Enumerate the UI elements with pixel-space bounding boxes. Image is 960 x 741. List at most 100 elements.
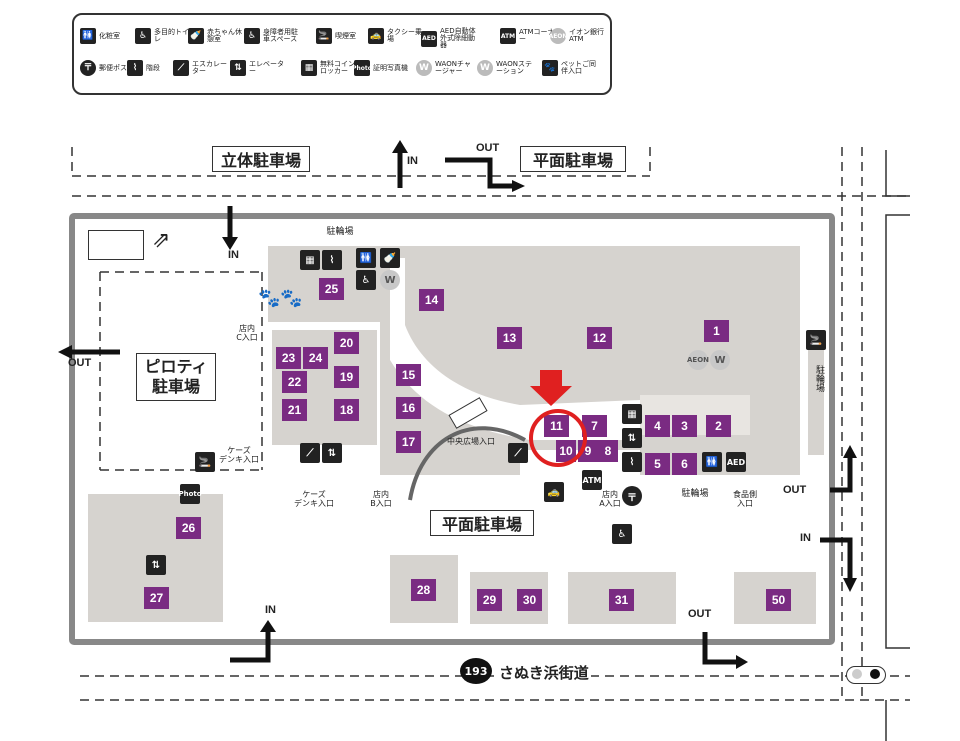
smoking-room-icon: 🚬 — [316, 28, 332, 44]
legend-item: 🚻化粧室 — [80, 28, 120, 44]
legend-label: タクシー乗場 — [387, 28, 422, 43]
entrance-b-label: 店内 B入口 — [370, 490, 392, 508]
stairs-icon-2: ⌇ — [622, 452, 642, 472]
signal-light-on — [870, 669, 880, 679]
down-arrow-icon — [530, 370, 572, 406]
legend-item: ⌇階段 — [127, 60, 160, 76]
legend-label: 身障者用駐車スペース — [263, 28, 298, 43]
store-5[interactable]: 5 — [645, 453, 670, 475]
legend-label: ペットご同伴入口 — [561, 60, 596, 75]
highlight-marker — [529, 370, 587, 467]
stairs-icon: ⌇ — [322, 250, 342, 270]
legend-item: ♿身障者用駐車スペース — [244, 28, 299, 44]
waon-charger-icon: W — [416, 60, 432, 76]
flat-parking-top-label: 平面駐車場 — [520, 146, 626, 172]
store-28[interactable]: 28 — [411, 579, 436, 601]
store-1[interactable]: 1 — [704, 320, 729, 342]
legend-item: ▦無料コインロッカー — [301, 60, 356, 76]
store-3[interactable]: 3 — [672, 415, 697, 437]
north-arrow-icon: ⇗ — [152, 228, 171, 253]
store-18[interactable]: 18 — [334, 399, 359, 421]
legend-label: 郵便ポスト — [99, 63, 134, 72]
coin-locker-icon: ▦ — [300, 250, 320, 270]
entrance-a-label: 店内 A入口 — [599, 490, 621, 508]
legend-label: AED自動体外式除細動器 — [440, 27, 476, 49]
store-21[interactable]: 21 — [282, 399, 307, 421]
toilet-icon: 🚻 — [80, 28, 96, 44]
legend-label: 無料コインロッカー — [320, 60, 355, 75]
legend-item: 🐾ペットご同伴入口 — [542, 60, 597, 76]
store-10[interactable]: 10 — [556, 440, 576, 462]
coin-locker-icon-2: ▦ — [622, 404, 642, 424]
store-50[interactable]: 50 — [766, 589, 791, 611]
store-17[interactable]: 17 — [396, 431, 421, 453]
store-27[interactable]: 27 — [144, 587, 169, 609]
compass-box — [88, 230, 144, 260]
entrance-case-denki-side-label: ケーズ デンキ入口 — [219, 446, 259, 464]
store-2[interactable]: 2 — [706, 415, 731, 437]
toilet-icon: 🚻 — [356, 248, 376, 268]
post-icon: 〒 — [80, 60, 96, 76]
aed-icon: AED — [726, 452, 746, 472]
legend-item: 🍼赤ちゃん休憩室 — [188, 28, 243, 44]
post-icon: 〒 — [622, 486, 642, 506]
legend-item: ♿多目的トイレ — [135, 28, 190, 44]
store-24[interactable]: 24 — [303, 347, 328, 369]
store-13[interactable]: 13 — [497, 327, 522, 349]
legend-item: 🚕タクシー乗場 — [368, 28, 423, 44]
stairs-icon: ⌇ — [127, 60, 143, 76]
store-19[interactable]: 19 — [334, 366, 359, 388]
out-label-right: OUT — [783, 484, 807, 496]
pet-entrance-icon: 🐾 — [542, 60, 558, 76]
entrance-c-label: 店内 C入口 — [236, 324, 258, 342]
legend-label: 化粧室 — [99, 31, 120, 40]
legend-label: イオン銀行ATM — [569, 28, 604, 43]
store-30[interactable]: 30 — [517, 589, 542, 611]
smoking-room-icon-2: 🚬 — [195, 452, 215, 472]
piloti-parking-label: ピロティ 駐車場 — [136, 353, 216, 401]
store-15[interactable]: 15 — [396, 364, 421, 386]
waon-charger-icon: W — [380, 270, 400, 290]
signal-light-off — [852, 669, 862, 679]
accessible-toilet-icon: ♿ — [356, 270, 376, 290]
smoking-room-icon: 🚬 — [806, 330, 826, 350]
photo-booth-icon: Photo — [178, 484, 202, 504]
out-label-bottom: OUT — [688, 608, 712, 620]
baby-room-icon: 🍼 — [188, 28, 204, 44]
store-16[interactable]: 16 — [396, 397, 421, 419]
store-6[interactable]: 6 — [672, 453, 697, 475]
store-12[interactable]: 12 — [587, 327, 612, 349]
store-20[interactable]: 20 — [334, 332, 359, 354]
store-22[interactable]: 22 — [282, 371, 307, 393]
highlight-circle — [529, 409, 587, 467]
store-4[interactable]: 4 — [645, 415, 670, 437]
accessible-toilet-icon: ♿ — [135, 28, 151, 44]
store-26[interactable]: 26 — [176, 517, 201, 539]
store-14[interactable]: 14 — [419, 289, 444, 311]
in-label-right: IN — [800, 532, 811, 544]
store-29[interactable]: 29 — [477, 589, 502, 611]
coin-locker-icon: ▦ — [301, 60, 317, 76]
legend-label: エスカレーター — [192, 60, 227, 75]
store-31[interactable]: 31 — [609, 589, 634, 611]
legend-label: WAONステーション — [496, 60, 532, 75]
store-11[interactable]: 11 — [544, 415, 569, 437]
accessible-parking-icon: ♿ — [612, 524, 632, 544]
multi-level-parking-label: 立体駐車場 — [212, 146, 310, 172]
store-7[interactable]: 7 — [582, 415, 607, 437]
store-25[interactable]: 25 — [319, 278, 344, 300]
route-193-badge: 193 — [460, 658, 492, 684]
elevator-icon-3: ⇅ — [146, 555, 166, 575]
legend-item: ⇅エレベーター — [230, 60, 285, 76]
escalator-icon: ⟋ — [300, 443, 320, 463]
store-23[interactable]: 23 — [276, 347, 301, 369]
store-8[interactable]: 8 — [598, 440, 618, 462]
legend-label: 階段 — [146, 63, 160, 72]
escalator-icon-2: ⟋ — [508, 443, 528, 463]
legend-label: エレベーター — [249, 60, 284, 75]
out-label-top: OUT — [476, 142, 500, 154]
aeon-bank-icon: AEON — [687, 350, 709, 370]
photo-booth-icon: Photo — [352, 60, 372, 76]
